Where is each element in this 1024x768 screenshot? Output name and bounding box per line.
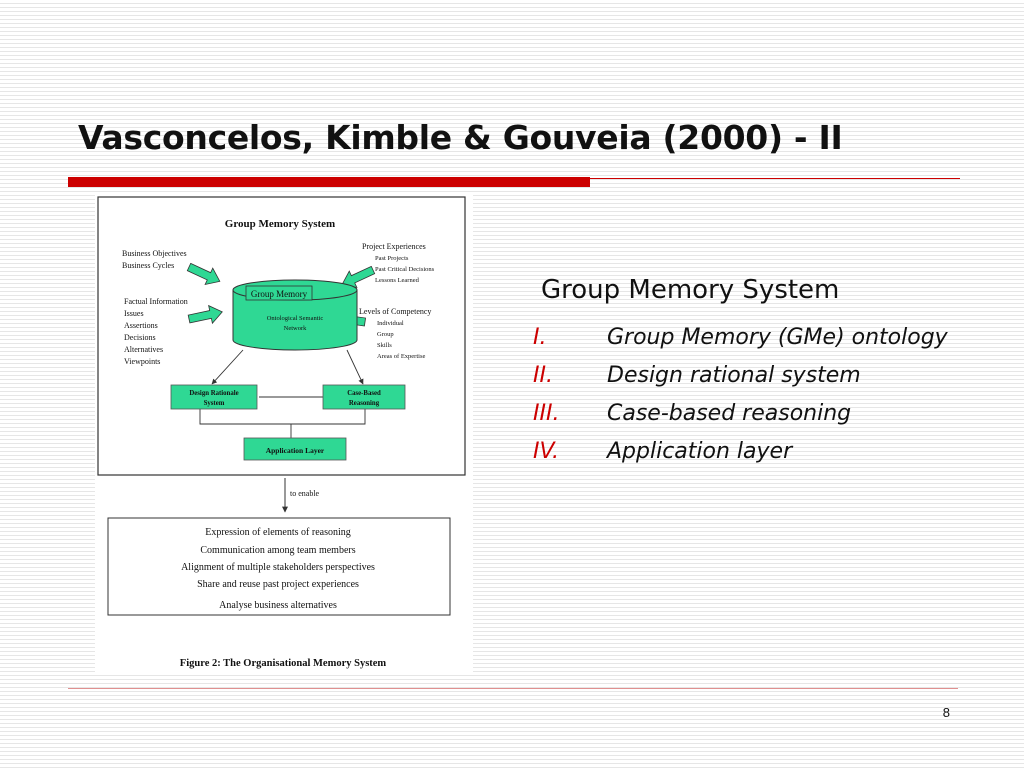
- list-item-text: Application layer: [607, 439, 793, 464]
- left-mid-label: Issues: [124, 309, 144, 318]
- list-item-text: Case-based reasoning: [607, 401, 852, 426]
- memory-system-figure: Group Memory System Business Objectives …: [95, 192, 473, 672]
- outcome-item: Share and reuse past project experiences: [197, 579, 359, 590]
- cylinder-inner-label: Network: [284, 325, 307, 332]
- figure-heading: Group Memory System: [225, 218, 335, 230]
- outcomes-box: [107, 517, 451, 616]
- left-mid-label: Decisions: [124, 333, 156, 342]
- figure-diagram: Group Memory System Business Objectives …: [97, 196, 466, 669]
- right-top-label: Project Experiences: [362, 242, 426, 251]
- left-mid-label: Factual Information: [124, 297, 188, 306]
- title-underline-thin: [590, 178, 960, 179]
- content-heading: Group Memory System: [541, 275, 840, 305]
- page-number: 8: [942, 705, 950, 720]
- outcome-item: Analyse business alternatives: [219, 600, 337, 611]
- right-mid-label: Group: [377, 331, 394, 338]
- right-top-label: Past Projects: [375, 255, 409, 262]
- figure-caption: Figure 2: The Organisational Memory Syst…: [180, 658, 387, 669]
- right-mid-label: Levels of Competency: [359, 307, 431, 316]
- list-item: II. Design rational system: [533, 360, 953, 392]
- left-top-label: Business Cycles: [122, 261, 174, 270]
- left-mid-label: Viewpoints: [124, 357, 160, 366]
- case-based-label: Reasoning: [349, 400, 380, 407]
- right-mid-label: Skills: [377, 342, 392, 349]
- outcome-item: Alignment of multiple stakeholders persp…: [181, 562, 375, 573]
- cylinder-label: Group Memory: [251, 289, 308, 299]
- list-item-text: Design rational system: [607, 363, 861, 388]
- list-item: IV. Application layer: [533, 436, 953, 468]
- left-mid-label: Assertions: [124, 321, 158, 330]
- slide-title: Vasconcelos, Kimble & Gouveia (2000) - I…: [78, 118, 843, 157]
- title-underline-thick: [68, 177, 590, 187]
- enable-label: to enable: [290, 489, 320, 498]
- list-item-number: III.: [533, 401, 560, 426]
- application-layer-box: [243, 437, 347, 461]
- list-item-text: Group Memory (GMe) ontology: [607, 325, 948, 350]
- design-rationale-box: [170, 384, 258, 410]
- cylinder-inner-label: Ontological Semantic: [267, 315, 324, 322]
- left-mid-label: Alternatives: [124, 345, 163, 354]
- right-mid-label: Individual: [377, 320, 404, 327]
- case-based-label: Case-Based: [347, 390, 381, 397]
- outcome-item: Expression of elements of reasoning: [205, 527, 351, 538]
- design-rationale-label: Design Rationale: [189, 390, 238, 397]
- arrow-icon: [186, 262, 221, 286]
- list-item-number: IV.: [533, 439, 560, 464]
- list-item: III. Case-based reasoning: [533, 398, 953, 430]
- content-list: I. Group Memory (GMe) ontology II. Desig…: [533, 322, 953, 474]
- right-mid-label: Areas of Expertise: [377, 353, 425, 360]
- list-item-number: I.: [533, 325, 547, 350]
- cylinder-connectors: [199, 349, 366, 438]
- case-based-box: [322, 384, 406, 410]
- arrow-icon: [187, 304, 223, 325]
- design-rationale-label: System: [204, 400, 225, 407]
- list-item-number: II.: [533, 363, 553, 388]
- application-layer-label: Application Layer: [266, 446, 325, 455]
- right-top-label: Past Critical Decisions: [375, 266, 435, 273]
- footer-divider: [68, 688, 958, 689]
- outcome-item: Communication among team members: [200, 545, 355, 556]
- group-memory-label-box: [245, 285, 313, 301]
- list-item: I. Group Memory (GMe) ontology: [533, 322, 953, 354]
- arrow-icon: [341, 265, 376, 289]
- right-top-label: Lessons Learned: [375, 277, 420, 284]
- left-top-label: Business Objectives: [122, 249, 187, 258]
